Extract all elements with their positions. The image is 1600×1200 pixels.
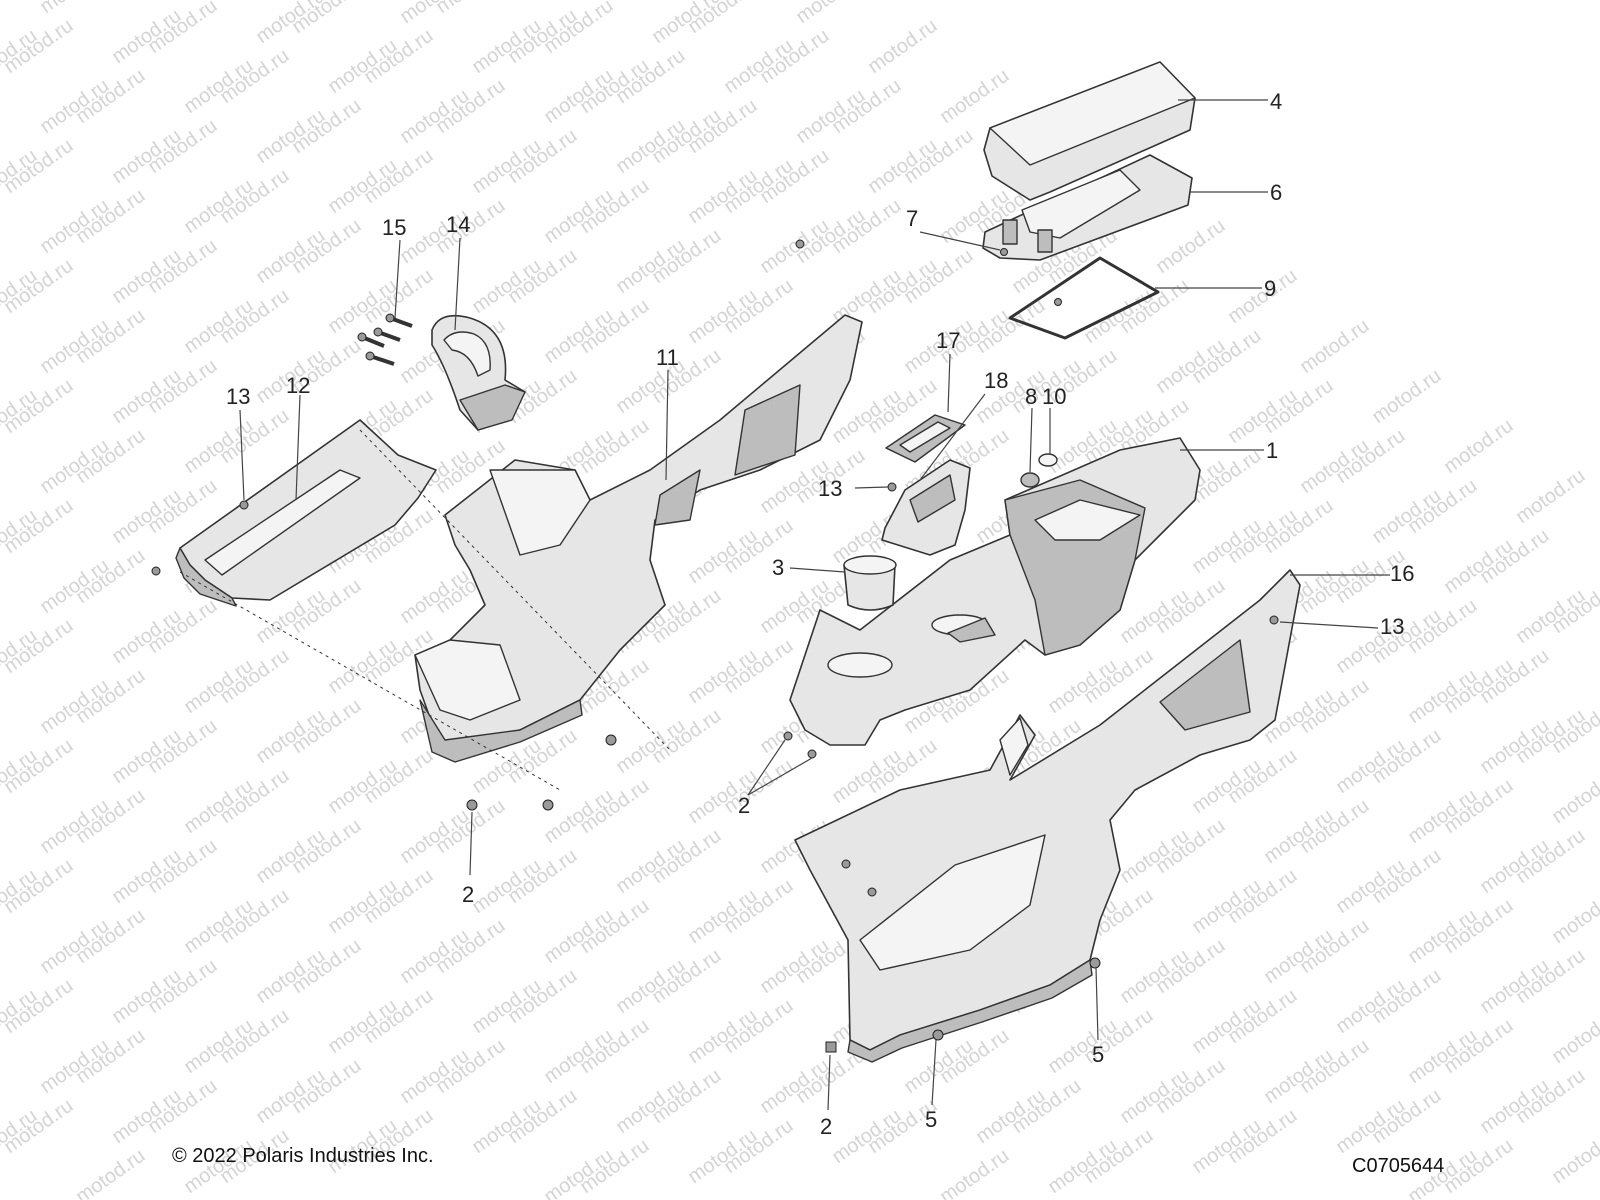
part-10-seal: [1038, 453, 1058, 467]
part-15-bolts: [357, 313, 413, 366]
part-3-cup-holder: [843, 555, 897, 611]
leader-lines: [239, 99, 1390, 1111]
callout-15: 15: [382, 215, 406, 240]
alignment-lines: [179, 429, 671, 791]
callout-2-bottom: 2: [820, 1114, 832, 1139]
callout-5-right: 5: [1092, 1042, 1104, 1067]
part-12-floor-panel: [175, 419, 437, 607]
part-14-grab-handle: [431, 314, 526, 431]
callout-6: 6: [1270, 180, 1282, 205]
callout-3: 3: [772, 555, 784, 580]
part-1-center-console: [789, 437, 1201, 746]
part-16-right-side-panel: [794, 569, 1301, 1063]
figure-id: C0705644: [1352, 1155, 1445, 1177]
callout-8: 8: [1025, 384, 1037, 409]
callout-17: 17: [936, 328, 960, 353]
callout-2-center: 2: [738, 793, 750, 818]
part-18-shifter-bezel: [881, 459, 971, 556]
part-8-grommet: [1020, 472, 1040, 488]
callout-18: 18: [984, 368, 1008, 393]
callout-labels: 4 6 7 9 1 16 13 15 14 11 12 13 17 18 13 …: [226, 89, 1414, 1139]
callout-13-center: 13: [818, 476, 842, 501]
callout-13-right: 13: [1380, 614, 1404, 639]
part-9-gasket: [1008, 256, 1160, 340]
part-4-console-lid: [983, 61, 1196, 201]
callout-4: 4: [1270, 89, 1282, 114]
callout-2-left: 2: [462, 882, 474, 907]
callout-12: 12: [286, 373, 310, 398]
callout-16: 16: [1390, 561, 1414, 586]
callout-5-left: 5: [925, 1107, 937, 1132]
callout-14: 14: [446, 212, 470, 237]
part-6-lid-hinge-base: [982, 154, 1193, 261]
callout-13-left: 13: [226, 384, 250, 409]
part-17-shift-boot: [885, 414, 966, 463]
part-7-screws: [1000, 248, 1062, 306]
copyright-notice: © 2022 Polaris Industries Inc.: [172, 1145, 434, 1167]
callout-7: 7: [906, 206, 918, 231]
callout-1: 1: [1266, 438, 1278, 463]
callout-10: 10: [1042, 384, 1066, 409]
callout-9: 9: [1264, 276, 1276, 301]
callout-11: 11: [656, 345, 679, 370]
fasteners: [151, 239, 1279, 1053]
part-11-center-panel: [414, 314, 863, 763]
